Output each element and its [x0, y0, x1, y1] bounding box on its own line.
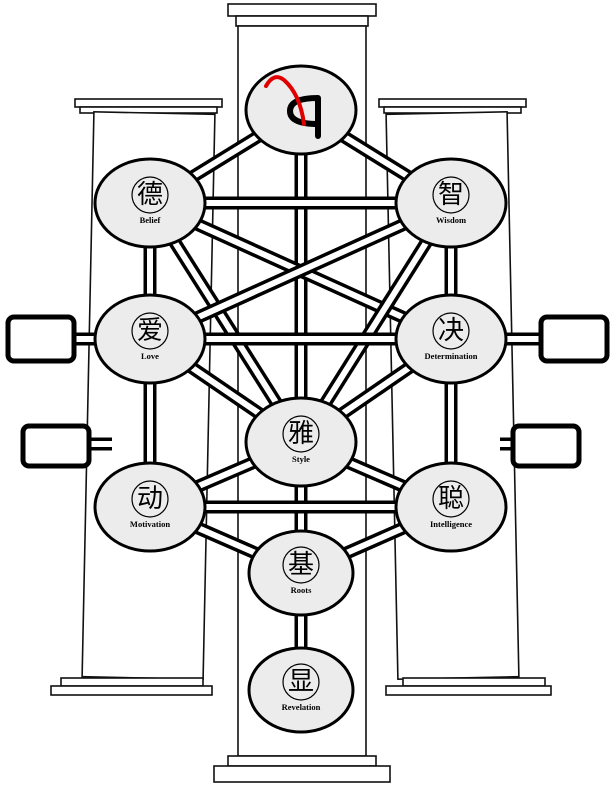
node-label-roots: Roots: [291, 585, 312, 595]
node-glyph-motivation: 动: [137, 484, 163, 514]
node-glyph-intelligence: 聪: [438, 484, 464, 514]
node-crown: [244, 64, 358, 156]
side-box-upper-left: [5, 314, 112, 364]
node-roots: 基 Roots: [247, 529, 355, 617]
r-logo-icon: [264, 75, 321, 139]
node-intelligence: 聪 Intelligence: [394, 461, 508, 553]
node-glyph-revelation: 显: [288, 667, 314, 697]
side-box-lower-left: [20, 423, 112, 469]
node-label-intelligence: Intelligence: [430, 519, 472, 529]
node-revelation: 显 Revelation: [247, 646, 355, 734]
node-glyph-belief: 德: [137, 180, 163, 210]
node-label-determination: Determination: [425, 351, 478, 361]
node-label-belief: Belief: [140, 215, 161, 225]
side-box-upper-right: [500, 314, 610, 364]
node-style: 雅 Style: [244, 396, 358, 488]
node-motivation: 动 Motivation: [93, 461, 207, 553]
connection-wisdom-love: [147, 197, 454, 345]
node-label-love: Love: [141, 351, 159, 361]
node-belief: 德 Belief: [93, 157, 207, 249]
node-glyph-wisdom: 智: [438, 180, 464, 210]
side-box-lower-right: [500, 423, 582, 469]
node-glyph-love: 爱: [137, 316, 163, 346]
node-determination: 决 Determination: [394, 293, 508, 385]
node-glyph-style: 雅: [288, 419, 314, 449]
node-label-revelation: Revelation: [282, 702, 321, 712]
node-label-style: Style: [292, 454, 310, 464]
node-glyph-determination: 决: [438, 316, 464, 346]
node-label-motivation: Motivation: [130, 519, 170, 529]
node-love: 爱 Love: [93, 293, 207, 385]
node-glyph-roots: 基: [288, 550, 314, 580]
node-wisdom: 智 Wisdom: [394, 157, 508, 249]
node-label-wisdom: Wisdom: [436, 215, 466, 225]
nodes: 德 Belief 智 Wisdom 爱 Love 决 Determination 雅 Style 动…: [93, 64, 508, 734]
